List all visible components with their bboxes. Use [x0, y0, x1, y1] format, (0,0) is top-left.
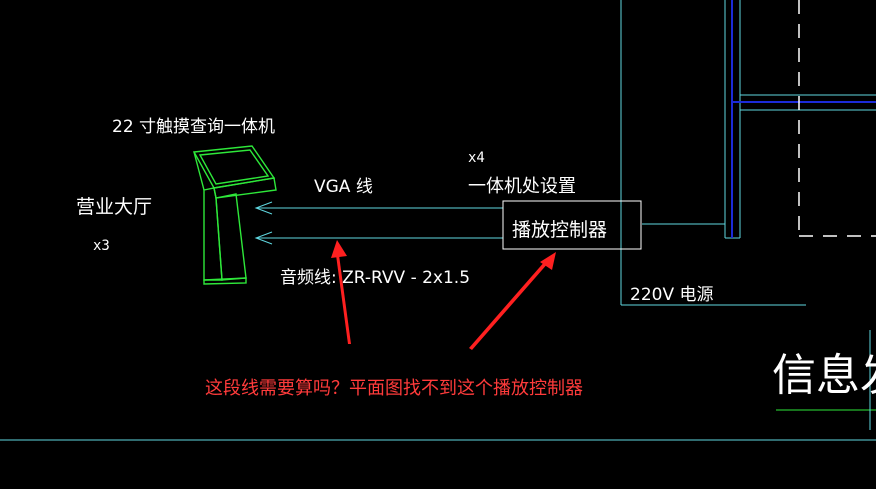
vga-label: VGA 线	[314, 177, 373, 197]
audio-label: 音频线: ZR-RVV - 2x1.5	[280, 268, 470, 288]
audio-wire	[254, 231, 503, 245]
kiosk-icon	[192, 145, 277, 285]
blue-frame-lines	[731, 0, 876, 238]
dashed-room-lines	[798, 0, 876, 237]
partial-title: 信息发	[772, 350, 876, 401]
right-frame-lines	[620, 0, 876, 306]
power-label: 220V 电源	[630, 285, 713, 305]
kiosk-label: 22 寸触摸查询一体机	[112, 117, 275, 137]
area-label: 营业大厅	[76, 196, 152, 218]
question-annotation: 这段线需要算吗？平面图找不到这个播放控制器	[205, 378, 583, 399]
controller-location: 一体机处设置	[468, 176, 576, 197]
controller-count: x4	[468, 150, 485, 166]
vga-wire	[254, 201, 503, 215]
red-arrow-left	[331, 240, 351, 344]
controller-label: 播放控制器	[512, 219, 607, 241]
controller-box	[502, 200, 642, 250]
red-arrow-right	[469, 252, 556, 350]
kiosk-count: x3	[93, 238, 110, 254]
